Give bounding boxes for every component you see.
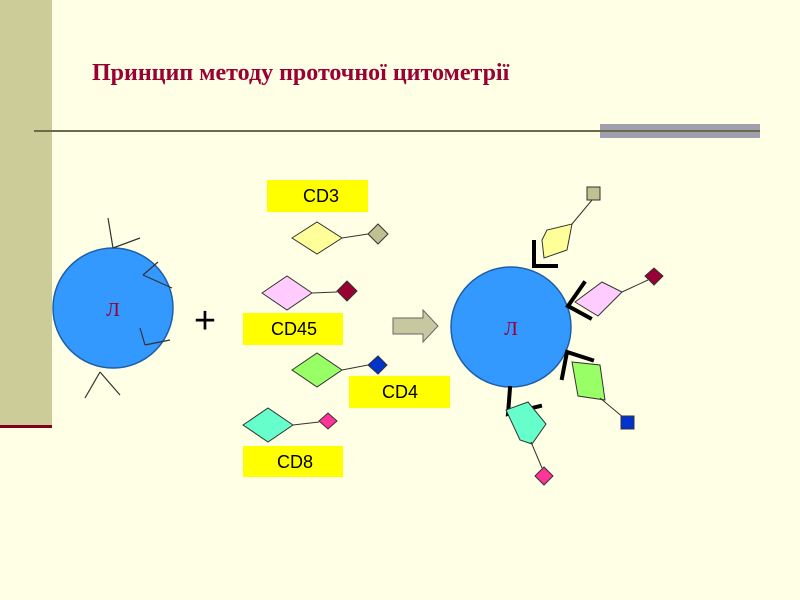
label-cd8-text: CD8 [277,451,314,472]
bound-cd4-body [571,361,606,401]
plus-sign: + [194,300,216,342]
bound-cd3-tag [586,186,601,201]
label-cd4-text: CD4 [382,382,419,402]
bound-cd45-tag [644,267,664,286]
left-decor-bar-edge [0,425,52,428]
bound-cd8-body [505,401,547,445]
antibody-cd8-tag [318,412,338,430]
receptor-bracket [565,280,593,321]
receptor-bracket [532,240,558,268]
title-divider [34,130,760,132]
antibody-cd4-linker [341,364,369,371]
antibody-cd45-tag [336,280,358,302]
antibody-cd3 [291,221,389,255]
label-cd3-text: CD3 [303,186,340,206]
bound-cd45-linker [621,279,649,293]
receptor-line [139,327,146,346]
receptor-bracket [559,349,595,381]
bound-cd8-linker [530,441,543,469]
receptor-line [142,261,159,276]
receptor-line [142,274,173,289]
antibody-cd4 [291,352,388,388]
receptor-line [99,371,121,396]
antibody-cd3-tag [367,223,389,245]
lymphocyte-labeled: Л [450,186,664,486]
antibody-cd45-body [261,275,313,311]
receptor-line [144,339,171,346]
lymphocyte-unlabeled: Л [52,217,174,399]
receptor-line [107,217,114,249]
label-cd45-text: CD45 [271,319,318,339]
slide-title: Принцип методу проточної цитометрії [92,60,510,86]
bound-cd4-tag [620,415,635,430]
left-decor-bar [0,0,52,425]
label-cd8: CD8 [243,446,343,477]
cell-label: Л [504,318,518,340]
bound-cd4-linker [599,397,625,419]
cell-label: Л [106,299,120,321]
label-cd4: CD4 [349,376,450,408]
receptor-lines [84,217,173,399]
antibody-cd3-linker [341,233,369,239]
antibody-cd8 [242,407,338,443]
antibody-cd45 [261,275,358,311]
bound-cd8-tag [534,466,554,486]
label-cd3: CD3 [267,180,368,212]
process-arrow [392,308,439,344]
antibody-cd3-body [291,221,343,255]
bound-cd3-linker [571,199,593,225]
antibody-cd8-body [242,407,294,443]
antibody-cd4-tag [367,355,388,375]
antibody-cd8-linker [292,421,320,426]
bound-cd3-body [541,223,573,259]
title-divider-accent [600,124,760,138]
receptor-line [112,237,141,249]
antibody-cd4-body [291,352,343,388]
arrow-shape [392,308,439,344]
label-cd45: CD45 [243,313,343,345]
receptor-line [84,371,101,399]
antibody-cd45-linker [311,291,338,294]
